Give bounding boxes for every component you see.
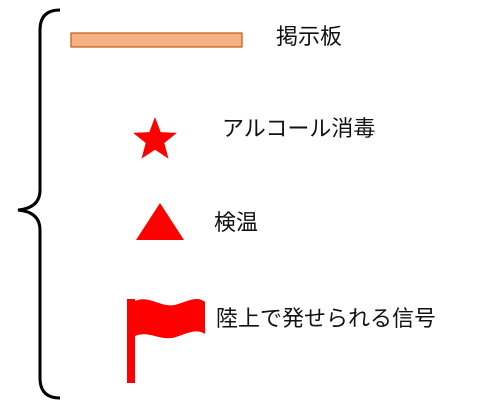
red-star-icon — [133, 117, 177, 159]
alcohol-disinfection-label: アルコール消毒 — [222, 117, 376, 142]
bulletin-board-label: 掲示板 — [276, 25, 343, 50]
orange-bar-icon — [70, 32, 243, 48]
curly-brace — [17, 8, 61, 400]
flag-cloth — [135, 298, 205, 339]
flag-pole — [127, 299, 135, 383]
land-signal-label: 陸上で発せられる信号 — [216, 307, 437, 332]
red-triangle-icon — [136, 203, 184, 240]
red-flag-icon — [127, 298, 205, 383]
temperature-check-label: 検温 — [214, 211, 259, 236]
